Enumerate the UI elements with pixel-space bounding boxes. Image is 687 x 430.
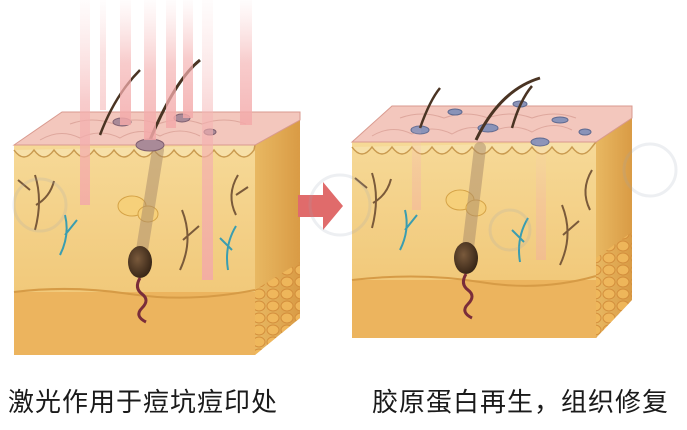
watermark-logo-icon xyxy=(12,142,678,252)
right-blood-vessels xyxy=(399,209,529,263)
healed-channels xyxy=(412,120,546,260)
left-skin-block xyxy=(12,0,301,355)
left-nerves xyxy=(17,174,249,271)
caption-left: 激光作用于痘坑痘印处 xyxy=(8,388,279,418)
left-block-side-fat xyxy=(255,262,300,355)
left-subcutis-layer xyxy=(14,292,255,355)
left-blood-vessels xyxy=(59,214,237,271)
right-block-side-fat xyxy=(596,232,632,338)
right-hair-follicle xyxy=(454,76,541,320)
right-nerves xyxy=(354,169,593,266)
laser-beams xyxy=(80,0,252,280)
right-skin-block xyxy=(350,76,633,338)
left-epidermis-edge xyxy=(13,144,256,158)
arrow-right-icon xyxy=(298,182,343,230)
right-subcutis-layer xyxy=(352,280,596,338)
caption-right: 胶原蛋白再生，组织修复 xyxy=(372,388,670,418)
